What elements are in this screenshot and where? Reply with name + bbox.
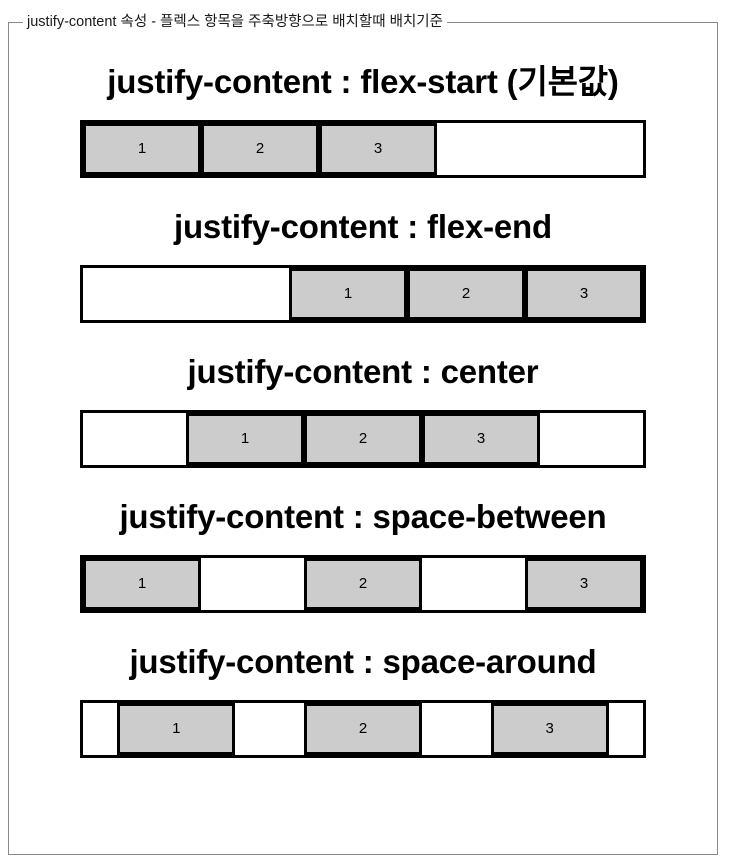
flex-item: 2: [304, 412, 422, 465]
flex-container-center: 1 2 3: [80, 409, 646, 468]
demo-list: justify-content : flex-start (기본값) 1 2 3…: [9, 23, 717, 758]
demo-block-space-between: justify-content : space-between 1 2 3: [9, 468, 717, 613]
fieldset-legend: justify-content 속성 - 플렉스 항목을 주축방향으로 배치할때…: [23, 12, 447, 32]
flex-item: 1: [186, 412, 304, 465]
demo-heading-center: justify-content : center: [187, 352, 539, 390]
demo-heading-flex-start: justify-content : flex-start (기본값): [107, 63, 619, 100]
flex-item: 2: [407, 267, 525, 320]
flex-item: 2: [303, 702, 422, 755]
flex-container-space-around: 1 2 3: [80, 699, 646, 758]
flex-item: 3: [422, 412, 540, 465]
flex-item: 2: [201, 122, 319, 175]
demo-block-flex-end: justify-content : flex-end 1 2 3: [9, 178, 717, 323]
flex-item: 1: [289, 267, 407, 320]
flex-container-flex-end: 1 2 3: [80, 264, 646, 323]
demo-heading-space-between: justify-content : space-between: [119, 497, 607, 535]
demo-block-center: justify-content : center 1 2 3: [9, 323, 717, 468]
flex-container-space-between: 1 2 3: [80, 554, 646, 613]
flex-container-flex-start: 1 2 3: [80, 119, 646, 178]
flex-item: 3: [490, 702, 609, 755]
demo-block-flex-start: justify-content : flex-start (기본값) 1 2 3: [9, 23, 717, 178]
flex-item: 3: [525, 557, 643, 610]
demo-heading-space-around: justify-content : space-around: [129, 642, 597, 680]
flex-item: 1: [83, 122, 201, 175]
flex-item: 2: [304, 557, 422, 610]
flex-item: 1: [117, 702, 236, 755]
flex-item: 3: [319, 122, 437, 175]
demo-block-space-around: justify-content : space-around 1 2 3: [9, 613, 717, 758]
justify-content-demo-fieldset: justify-content 속성 - 플렉스 항목을 주축방향으로 배치할때…: [8, 12, 718, 855]
flex-item: 1: [83, 557, 201, 610]
flex-item: 3: [525, 267, 643, 320]
demo-heading-flex-end: justify-content : flex-end: [174, 207, 552, 245]
